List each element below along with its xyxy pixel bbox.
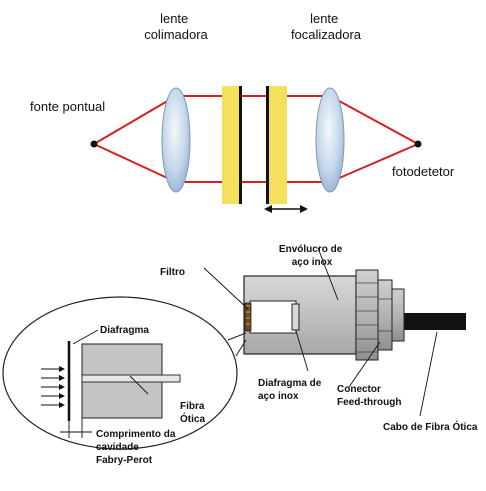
collimating-lens	[161, 87, 191, 193]
housing-label: Envólucro de aço inox	[279, 244, 345, 268]
steel-diaphragm-label: Diafragma de aço inox	[258, 378, 324, 402]
fiber-label: Fibra Ótica	[180, 401, 207, 425]
pressure-arrows	[41, 366, 65, 408]
optical-schematic: lente colimadora lente focalizadora font…	[30, 11, 455, 213]
diaphragm-label: Diafragma	[100, 325, 149, 336]
internal-cavity	[249, 300, 297, 334]
magnifier-link-bottom	[235, 339, 247, 357]
fabry-perot-plates	[222, 86, 287, 204]
connector-label: Conector Feed-through	[337, 384, 401, 408]
fiber-cable-label: Cabo de Fibra Ótica	[383, 420, 478, 433]
collimating-lens-label: lente colimadora	[144, 11, 208, 42]
steel-diaphragm	[291, 303, 300, 331]
right-plate	[269, 86, 287, 204]
displacement-arrow	[264, 205, 308, 213]
detail-fiber	[81, 374, 181, 383]
fiber-cable	[404, 313, 466, 330]
filter-element	[244, 302, 252, 332]
cavity-length-dimension	[60, 418, 92, 438]
point-source-label: fonte pontual	[30, 99, 105, 114]
point-source-dot	[90, 140, 98, 148]
focusing-lens	[315, 87, 345, 193]
leader-lines	[72, 247, 438, 417]
stainless-housing	[243, 275, 357, 355]
focusing-lens-label: lente focalizadora	[291, 11, 362, 42]
photodetector-dot	[414, 140, 422, 148]
left-plate	[222, 86, 240, 204]
sensor-cross-section: Filtro Envólucro de aço inox Diafragma D…	[2, 244, 478, 466]
detail-magnifier	[2, 296, 238, 450]
feed-through-connector	[355, 269, 405, 361]
left-plate-coating	[239, 86, 242, 204]
right-plate-coating	[266, 86, 269, 204]
photodetector-label: fotodetetor	[392, 164, 455, 179]
filter-label: Filtro	[160, 267, 185, 278]
magnifier-link-top	[227, 332, 247, 341]
cavity-length-label: Comprimento da cavidade Fabry-Perot	[96, 429, 178, 466]
light-rays	[93, 95, 419, 183]
